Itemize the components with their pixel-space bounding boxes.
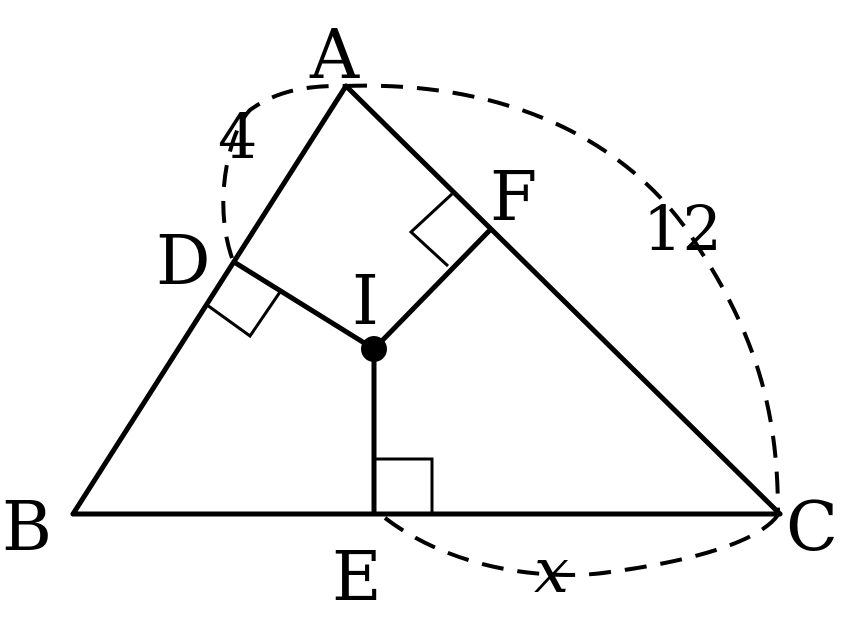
right-angle-marker-d	[206, 291, 282, 339]
side-ab	[70, 83, 349, 517]
right-angle-marker-f	[408, 192, 454, 268]
measure-ec: x	[534, 534, 569, 607]
label-a: A	[309, 16, 360, 95]
label-e: E	[332, 538, 382, 617]
label-d: D	[156, 222, 211, 301]
incenter-dot	[361, 336, 387, 362]
segment-id	[231, 259, 377, 352]
label-b: B	[2, 488, 52, 567]
side-ca	[343, 83, 783, 517]
label-c: C	[786, 488, 838, 567]
segment-if	[371, 227, 493, 352]
measure-ac: 12	[643, 192, 722, 265]
arc-ec	[383, 513, 780, 577]
label-f: F	[490, 158, 537, 237]
arc-ad	[221, 83, 346, 259]
right-angle-marker-e	[376, 457, 434, 514]
label-i: I	[352, 262, 379, 341]
measure-ad: 4	[218, 100, 257, 173]
